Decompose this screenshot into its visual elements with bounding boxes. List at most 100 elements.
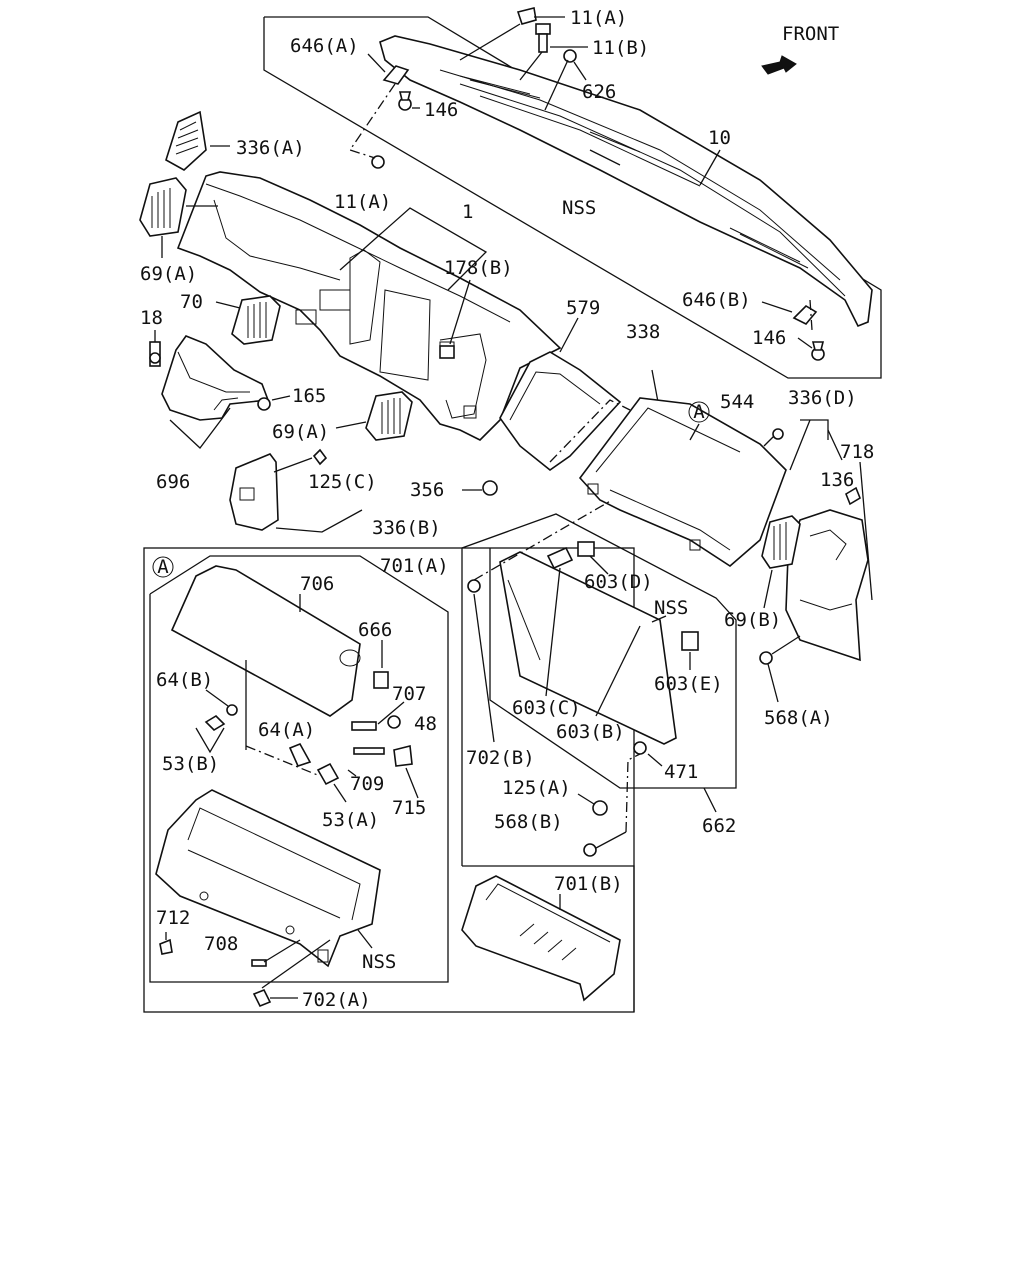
label-603b: 603(B) xyxy=(556,721,625,743)
vent-70 xyxy=(231,295,281,345)
label-646b: 646(B) xyxy=(682,289,751,311)
screw-64a xyxy=(288,742,312,767)
label-70: 70 xyxy=(180,291,203,313)
label-69a-left: 69(A) xyxy=(140,263,197,285)
bracket-696 xyxy=(169,407,231,449)
label-603d: 603(D) xyxy=(584,571,653,593)
leader-702b xyxy=(473,593,495,743)
label-709: 709 xyxy=(350,773,384,795)
nut-356 xyxy=(482,480,498,496)
glovebox-bin-701b xyxy=(461,875,621,1002)
leader-709 xyxy=(347,769,357,777)
nut-53a xyxy=(316,762,340,786)
leader-336d-b xyxy=(827,429,843,461)
label-18: 18 xyxy=(140,307,163,329)
label-712: 712 xyxy=(156,907,190,929)
leader-702a-2 xyxy=(261,939,331,989)
clip-11a-top xyxy=(516,7,537,25)
label-336b: 336(B) xyxy=(372,517,441,539)
label-nss-top: NSS xyxy=(562,197,596,219)
label-666: 666 xyxy=(358,619,392,641)
leader-708 xyxy=(263,939,301,963)
label-336d: 336(D) xyxy=(788,387,857,409)
label-336a: 336(A) xyxy=(236,137,305,159)
bracket-336b xyxy=(275,509,363,533)
label-603e: 603(E) xyxy=(654,673,723,695)
label-662: 662 xyxy=(702,815,736,837)
vent-69a-left xyxy=(139,177,187,237)
bracket-715 xyxy=(393,745,413,767)
label-701b: 701(B) xyxy=(554,873,623,895)
dash-pad-10 xyxy=(379,35,873,328)
part-labels: 11(A) 646(A) 11(B) 626 146 10 336(A) 11(… xyxy=(140,7,874,1011)
label-125a: 125(A) xyxy=(502,777,571,799)
pad-frame xyxy=(263,16,882,379)
clip-646b xyxy=(792,304,818,325)
callout-a-inset-text: A xyxy=(157,556,169,578)
leader-69b xyxy=(763,569,773,609)
label-136: 136 xyxy=(820,469,854,491)
clip-702b xyxy=(467,579,481,593)
leaders-top xyxy=(210,16,813,349)
label-696: 696 xyxy=(156,471,190,493)
label-nss-bot: NSS xyxy=(362,951,396,973)
leader-568a xyxy=(767,663,779,703)
lid-662 xyxy=(499,551,677,745)
label-702b: 702(B) xyxy=(466,747,535,769)
clip-626 xyxy=(563,49,577,63)
glovebox-door-706 xyxy=(170,565,361,717)
leader-338 xyxy=(651,369,659,403)
leader-603c xyxy=(545,567,561,697)
label-715: 715 xyxy=(392,797,426,819)
clip-146-right xyxy=(811,341,825,361)
label-626: 626 xyxy=(582,81,616,103)
glovebox-outer xyxy=(578,397,787,567)
clip-603c xyxy=(546,546,574,570)
inset-box-a xyxy=(149,555,449,983)
label-64b: 64(B) xyxy=(156,669,213,691)
clip-11a-mid xyxy=(371,155,385,169)
glovebox-bin-701a xyxy=(155,789,381,968)
label-nss-mid: NSS xyxy=(654,597,688,619)
instrument-panel-1 xyxy=(176,171,562,441)
label-125c: 125(C) xyxy=(308,471,377,493)
label-356: 356 xyxy=(410,479,444,501)
screw-568b xyxy=(583,831,627,857)
leader-125c xyxy=(273,457,313,473)
bracket-part-336b xyxy=(229,453,279,531)
vent-336a xyxy=(165,110,207,171)
label-702a: 702(A) xyxy=(302,989,371,1011)
label-579: 579 xyxy=(566,297,600,319)
label-11a-mid: 11(A) xyxy=(334,191,391,213)
label-69a-mid: 69(A) xyxy=(272,421,329,443)
nut-165 xyxy=(257,397,271,411)
label-603e xyxy=(681,631,699,651)
label-646a: 646(A) xyxy=(290,35,359,57)
bracket-336d xyxy=(800,419,829,440)
clip-603d xyxy=(577,541,595,557)
leader-53a xyxy=(333,783,347,803)
label-706: 706 xyxy=(300,573,334,595)
leader-165 xyxy=(271,395,291,401)
bolt-125a xyxy=(592,800,608,816)
leader-662 xyxy=(703,787,717,813)
clip-178b xyxy=(439,345,455,359)
panel-696 xyxy=(161,335,270,421)
label-69b: 69(B) xyxy=(724,609,781,631)
callout-a-top-text: A xyxy=(693,401,705,423)
clip-702a xyxy=(252,988,272,1008)
panel-579 xyxy=(499,351,622,471)
leader-nss-bot xyxy=(357,929,373,949)
clip-136 xyxy=(845,486,861,506)
leader-471 xyxy=(647,753,663,767)
label-544: 544 xyxy=(720,391,754,413)
leader-125a xyxy=(577,793,595,805)
label-568b: 568(B) xyxy=(494,811,563,833)
bolt-11b xyxy=(535,23,551,53)
clip-712 xyxy=(159,938,173,955)
label-603c: 603(C) xyxy=(512,697,581,719)
latch-666 xyxy=(373,671,389,689)
label-165: 165 xyxy=(292,385,326,407)
vent-69a-mid xyxy=(365,391,413,441)
